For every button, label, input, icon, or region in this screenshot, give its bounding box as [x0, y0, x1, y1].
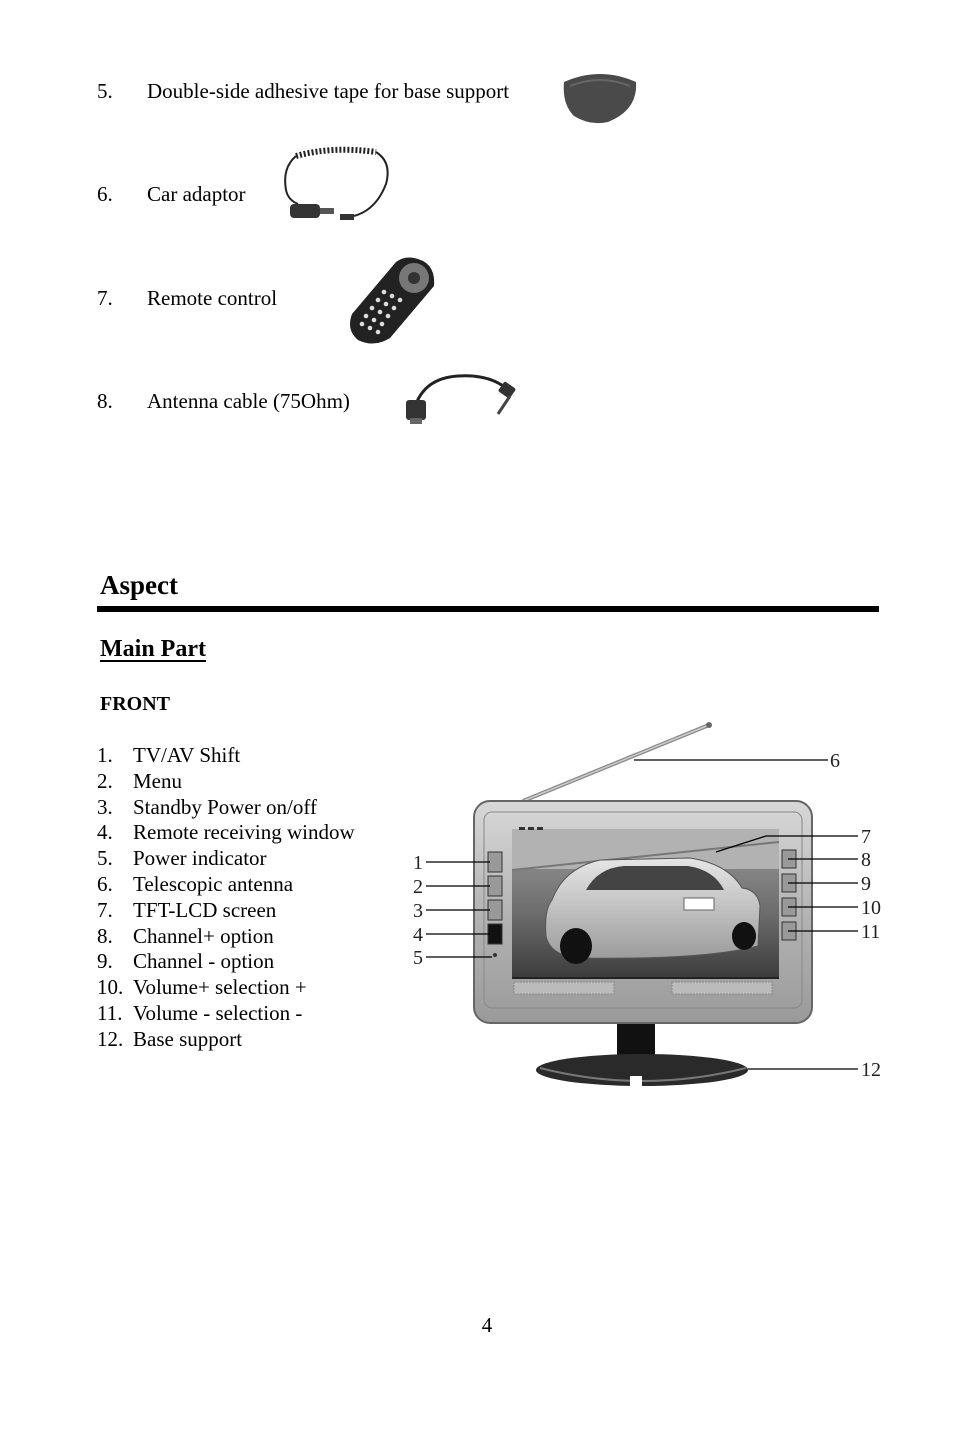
part-label: TFT-LCD screen — [133, 897, 277, 922]
part-label: Telescopic antenna — [133, 871, 294, 896]
part-label: TV/AV Shift — [133, 743, 241, 767]
list-item: 10. Volume+ selection + — [97, 975, 355, 1001]
parts-list: 1. TV/AV Shift 2. Menu 3. Standby Power on/… — [97, 743, 355, 1053]
list-item: 4. Remote receiving window — [97, 820, 355, 846]
callout-label: 6 — [830, 750, 840, 772]
list-item: 8. Channel+ option — [97, 924, 355, 950]
part-number: 7. — [97, 897, 113, 922]
part-number: 6. — [97, 871, 113, 896]
section-rule — [97, 606, 879, 612]
part-label: Channel - option — [133, 949, 275, 974]
list-item: 1. TV/AV Shift — [97, 743, 355, 769]
accessory-number: 8. — [97, 389, 113, 413]
part-label: Base support — [133, 1026, 243, 1051]
part-number: 10. — [97, 975, 124, 1000]
tft-lcd-screen — [511, 827, 780, 979]
callout-label: 12 — [861, 1059, 881, 1081]
accessory-label: Antenna cable (75Ohm) — [147, 389, 350, 413]
part-label: Remote receiving window — [133, 820, 355, 845]
remote-receiving-window — [487, 923, 503, 945]
part-number: 3. — [97, 794, 113, 819]
view-label: FRONT — [100, 693, 170, 715]
part-label: Power indicator — [133, 846, 267, 871]
accessory-label: Double-side adhesive tape for base suppo… — [147, 79, 510, 103]
part-number: 11. — [97, 1000, 123, 1025]
car-adaptor-image — [284, 146, 389, 220]
list-item: 6. Telescopic antenna — [97, 872, 355, 898]
part-number: 5. — [97, 846, 113, 871]
callout-label: 8 — [861, 849, 871, 871]
page-number: 4 — [481, 1313, 493, 1337]
callout-label: 2 — [413, 876, 423, 898]
telescopic-antenna — [522, 722, 712, 803]
callout-label: 4 — [413, 924, 423, 946]
list-item: 9. Channel - option — [97, 949, 355, 975]
part-label: Volume+ selection + — [133, 975, 307, 1000]
monitor-front-diagram: 1 2 3 4 5 6 7 8 9 10 11 12 — [413, 722, 881, 1086]
tv-av-shift-button[interactable] — [487, 851, 503, 873]
callout-label: 10 — [861, 897, 881, 919]
menu-button[interactable] — [487, 875, 503, 897]
section-heading: Aspect — [100, 570, 178, 600]
callout-label: 1 — [413, 852, 423, 874]
remote-control-image — [350, 257, 435, 344]
list-item: 7. TFT-LCD screen — [97, 898, 355, 924]
subsection-heading: Main Part — [100, 636, 206, 662]
accessory-number: 6. — [97, 182, 113, 206]
callout-label: 11 — [861, 921, 880, 943]
part-number: 4. — [97, 820, 113, 845]
part-label: Menu — [133, 768, 182, 793]
list-item: 11. Volume - selection - — [97, 1001, 355, 1027]
part-number: 2. — [97, 768, 113, 793]
power-indicator-icon — [493, 953, 497, 957]
callout-label: 3 — [413, 900, 423, 922]
part-label: Channel+ option — [133, 923, 274, 948]
part-label: Standby Power on/off — [133, 794, 317, 819]
accessory-label: Car adaptor — [147, 182, 246, 206]
standby-power-button[interactable] — [487, 899, 503, 921]
callout-label: 9 — [861, 873, 871, 895]
part-number: 1. — [97, 743, 113, 767]
part-number: 12. — [97, 1026, 124, 1051]
part-number: 9. — [97, 949, 113, 974]
list-item: 12. Base support — [97, 1027, 355, 1053]
adhesive-tape-image — [563, 74, 637, 124]
list-item: 2. Menu — [97, 769, 355, 795]
antenna-cable-image — [406, 374, 516, 424]
part-number: 8. — [97, 923, 113, 948]
list-item: 3. Standby Power on/off — [97, 795, 355, 821]
accessory-number: 7. — [97, 286, 113, 310]
accessory-label: Remote control — [147, 286, 278, 310]
callout-label: 7 — [861, 826, 871, 848]
callout-label: 5 — [413, 947, 423, 969]
list-item: 5. Power indicator — [97, 846, 355, 872]
accessory-number: 5. — [97, 79, 113, 103]
base-support — [536, 1018, 748, 1086]
part-label: Volume - selection - — [133, 1000, 303, 1025]
